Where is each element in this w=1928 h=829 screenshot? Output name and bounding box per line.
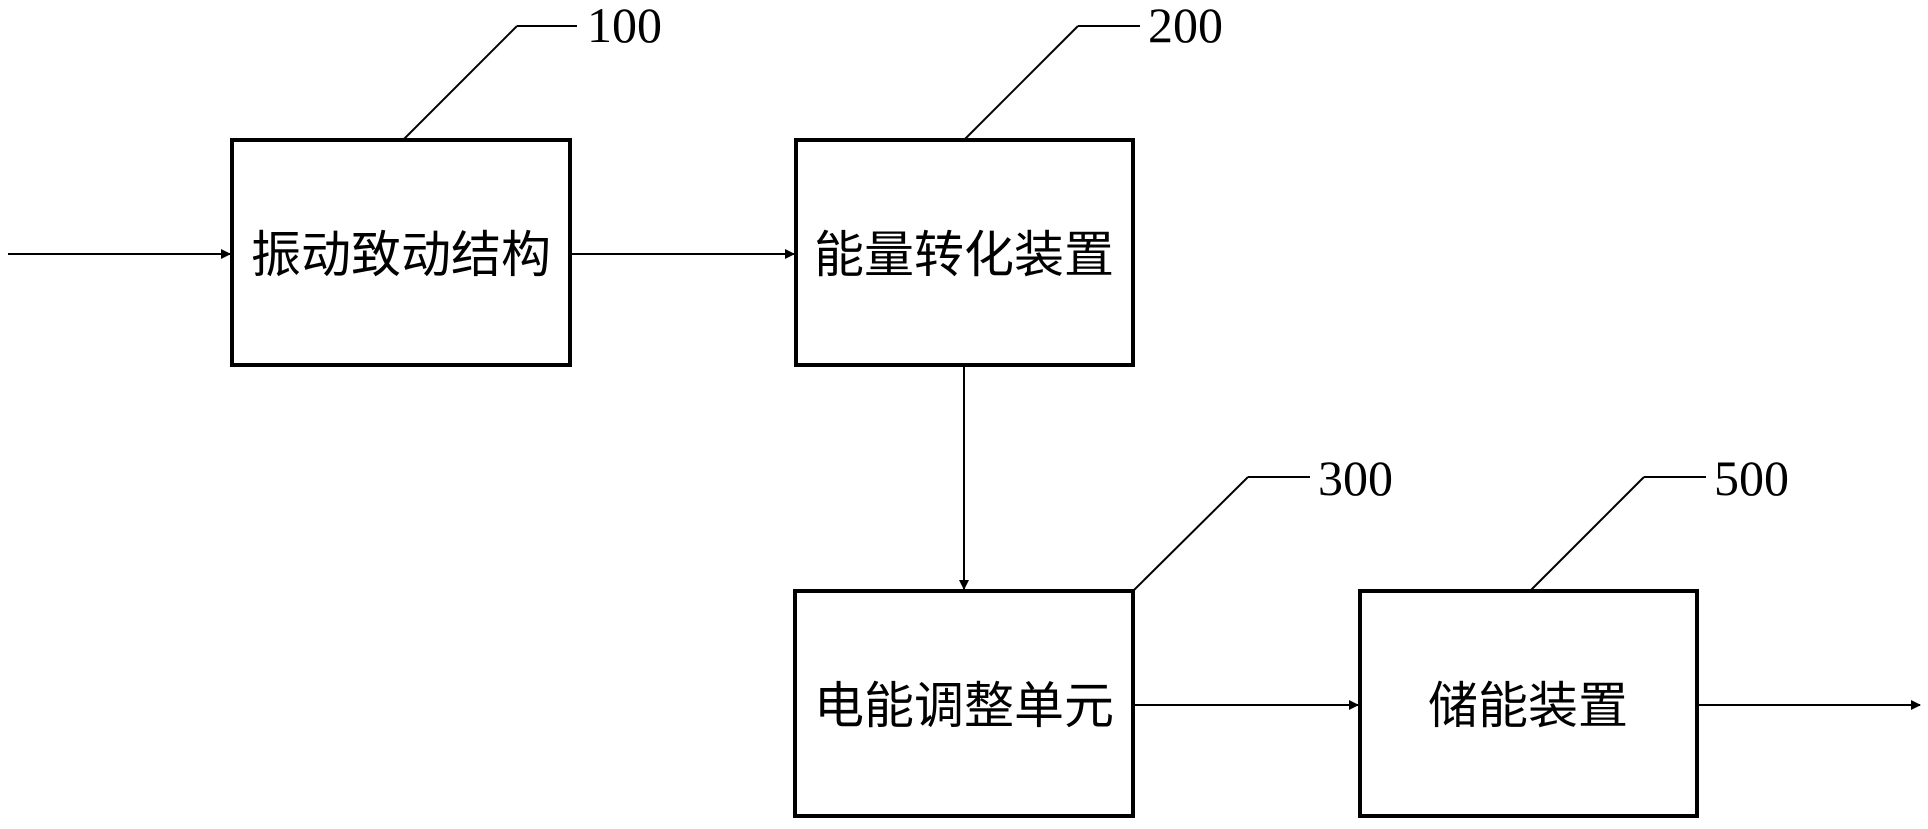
leader-line-200 (964, 26, 1078, 140)
ref-number-100: 100 (587, 0, 662, 53)
block-energy-conversion-device: 能量转化装置 (796, 140, 1133, 365)
block-vibration-actuation-structure: 振动致动结构 (232, 140, 570, 365)
ref-number-300: 300 (1318, 450, 1393, 506)
ref-number-500: 500 (1714, 450, 1789, 506)
block-100-label: 振动致动结构 (251, 226, 551, 284)
block-200-label: 能量转化装置 (814, 226, 1114, 284)
leader-line-100 (403, 26, 517, 140)
block-power-regulation-unit: 电能调整单元 (795, 591, 1133, 816)
leader-line-500 (1530, 477, 1644, 591)
ref-number-200: 200 (1148, 0, 1223, 53)
block-500-label: 储能装置 (1428, 677, 1628, 735)
block-300-label: 电能调整单元 (814, 677, 1114, 735)
leader-line-300 (1133, 477, 1248, 591)
block-energy-storage-device: 储能装置 (1360, 591, 1697, 816)
